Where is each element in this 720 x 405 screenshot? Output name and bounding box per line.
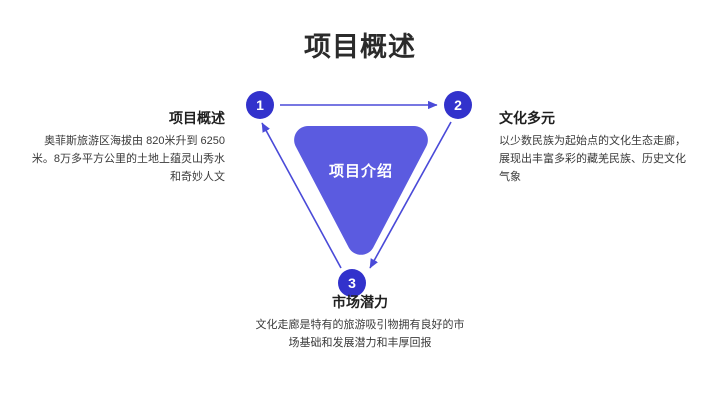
block-bottom-heading: 市场潜力 xyxy=(332,294,388,310)
block-left-heading: 项目概述 xyxy=(169,110,225,126)
block-left-body: 奥菲斯旅游区海拔由 820米升到 6250米。8万多平方公里的土地上蕴灵山秀水和… xyxy=(31,135,225,183)
block-right-heading: 文化多元 xyxy=(499,110,555,126)
arrow-2-to-3 xyxy=(369,121,452,269)
block-right-body: 以少数民族为起始点的文化生态走廊，展现出丰富多彩的藏羌民族、历史文化气象 xyxy=(499,135,686,183)
node-badge-2[interactable]: 2 xyxy=(444,91,472,119)
text-block-left: 项目概述 奥菲斯旅游区海拔由 820米升到 6250米。8万多平方公里的土地上蕴… xyxy=(30,108,225,186)
text-block-bottom: 市场潜力 文化走廊是特有的旅游吸引物拥有良好的市场基础和发展潜力和丰厚回报 xyxy=(255,292,465,352)
text-block-right: 文化多元 以少数民族为起始点的文化生态走廊，展现出丰富多彩的藏羌民族、历史文化气… xyxy=(499,108,689,186)
node-badge-3[interactable]: 3 xyxy=(338,269,366,297)
arrow-3-to-1 xyxy=(261,122,342,269)
center-triangle-shape xyxy=(294,126,428,255)
block-bottom-body: 文化走廊是特有的旅游吸引物拥有良好的市场基础和发展潜力和丰厚回报 xyxy=(255,319,465,349)
page-title: 项目概述 xyxy=(304,32,416,62)
node-badge-1[interactable]: 1 xyxy=(246,91,274,119)
